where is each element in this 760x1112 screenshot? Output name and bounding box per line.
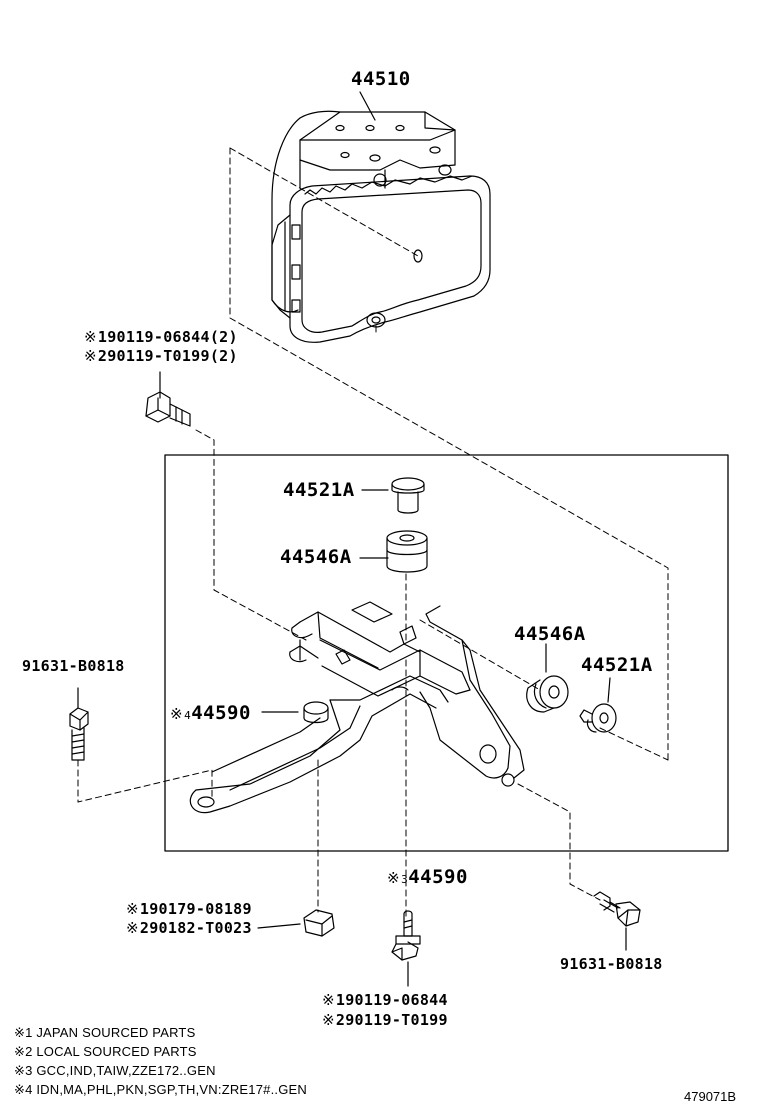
bracket-lower-drawing [189,675,449,814]
label-actuator[interactable]: 44510 [351,68,411,90]
note-3-text: 3 GCC,IND,TAIW,ZZE172..GEN [25,1063,216,1078]
nut-drawing [257,909,335,937]
label-cushion-right[interactable]: 44521A [581,654,653,676]
label-bracket-upper[interactable]: ※444590 [170,704,251,723]
bolt-top-drawing [145,371,191,427]
reference-mark: ※ [84,347,97,365]
bolt-right-drawing [593,891,641,951]
label-bolt-bottom-2[interactable]: ※290119-T0199 [322,1013,448,1028]
bolt-left-drawing [69,687,89,761]
label-bolt-top-1[interactable]: ※190119-06844(2) [84,330,238,345]
label-nut-1[interactable]: ※190179-08189 [126,902,252,917]
note-1-text: 1 JAPAN SOURCED PARTS [25,1025,196,1040]
label-bolt-top-1-text: 190119-06844(2) [97,328,238,346]
label-bolt-top-2[interactable]: ※290119-T0199(2) [84,349,238,364]
label-bolt-right[interactable]: 91631-B0818 [560,955,663,973]
label-bolt-bottom-1-text: 190119-06844 [335,991,448,1009]
note-4: ※4 IDN,MA,PHL,PKN,SGP,TH,VN:ZRE17#..GEN [14,1083,307,1096]
detail-frame [164,454,729,852]
reference-mark: ※ [126,919,139,937]
cushion-right-drawing [579,677,617,733]
reference-mark: ※ [14,1025,26,1040]
reference-mark: ※ [322,991,335,1009]
label-bracket-upper-note: 4 [184,709,192,722]
label-bracket-box[interactable]: ※344590 [387,868,468,887]
grommet-top-drawing [359,530,428,573]
label-bolt-bottom-1[interactable]: ※190119-06844 [322,993,448,1008]
actuator-44510-drawing [271,91,491,343]
note-2-text: 2 LOCAL SOURCED PARTS [25,1044,197,1059]
label-bracket-upper-text: 44590 [191,702,251,724]
grommet-right-drawing [526,643,569,713]
label-cushion-top[interactable]: 44521A [283,479,355,501]
label-bracket-box-note: 3 [401,873,409,886]
reference-mark: ※ [322,1011,335,1029]
reference-mark: ※ [14,1063,26,1078]
label-bolt-top-2-text: 290119-T0199(2) [97,347,238,365]
label-nut-2-text: 290182-T0023 [139,919,252,937]
reference-mark: ※ [14,1044,26,1059]
label-bolt-bottom-2-text: 290119-T0199 [335,1011,448,1029]
label-nut-2[interactable]: ※290182-T0023 [126,921,252,936]
figure-number: 479071B [684,1089,737,1104]
note-2: ※2 LOCAL SOURCED PARTS [14,1045,197,1058]
reference-mark: ※ [84,328,97,346]
label-bracket-box-text: 44590 [408,866,468,888]
label-grommet-right[interactable]: 44546A [514,623,586,645]
note-4-text: 4 IDN,MA,PHL,PKN,SGP,TH,VN:ZRE17#..GEN [25,1082,307,1097]
reference-mark: ※ [126,900,139,918]
note-1: ※1 JAPAN SOURCED PARTS [14,1026,195,1039]
reference-mark: ※ [14,1082,26,1097]
guide-lines [77,147,669,917]
note-3: ※3 GCC,IND,TAIW,ZZE172..GEN [14,1064,216,1077]
bolt-bottom-drawing [391,910,421,987]
bracket-upper-drawing [289,601,525,787]
label-grommet-top[interactable]: 44546A [280,546,352,568]
label-bolt-left[interactable]: 91631-B0818 [22,657,125,675]
reference-mark: ※ [387,869,401,887]
cushion-top-drawing [361,477,425,514]
reference-mark: ※ [170,705,184,723]
label-nut-1-text: 190179-08189 [139,900,252,918]
